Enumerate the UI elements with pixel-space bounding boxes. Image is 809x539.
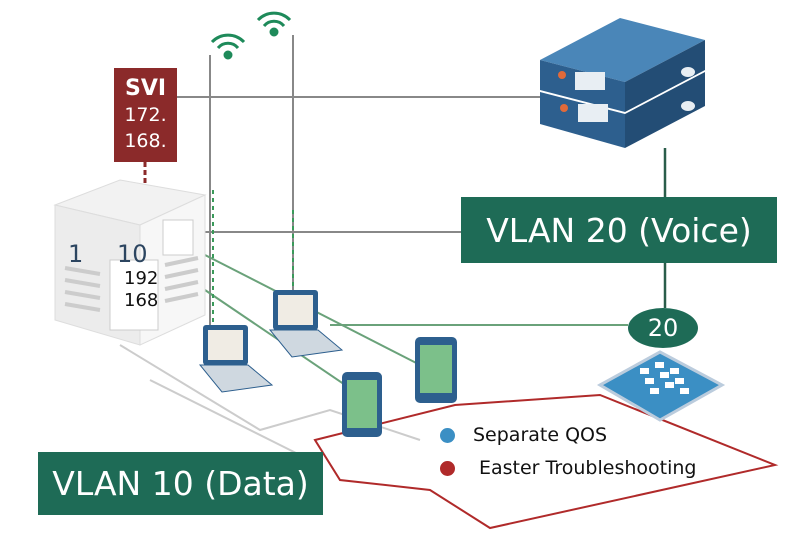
tablet-icon: [415, 337, 457, 403]
switch-port-label: 1: [68, 240, 84, 268]
switch-ip-line1: 192: [124, 268, 159, 289]
switch-ip-line2: 168: [124, 290, 159, 311]
laptop-icon: [198, 325, 274, 393]
server-icon: [540, 18, 705, 148]
red-dot-icon: [440, 460, 455, 476]
blue-dot-icon: [440, 427, 455, 443]
tablet-icon: [342, 372, 382, 437]
legend-label: Separate QOS: [473, 424, 608, 446]
vlan20-tag: 20: [628, 308, 698, 348]
layer3-switch-icon: [53, 179, 207, 346]
vlan20-label: VLAN 20 (Voice): [461, 197, 777, 263]
svi-ip-line1: 172.: [124, 104, 167, 126]
switch-vlan-label: 10: [117, 240, 148, 268]
legend-label: Easter Troubleshooting: [479, 457, 697, 479]
wifi-icon: [256, 11, 292, 37]
svi-ip-line2: 168.: [124, 130, 167, 152]
legend-item: Separate QOS: [440, 424, 607, 446]
vlan10-boundary: [313, 393, 779, 530]
svi-label: SVI 172. 168.: [114, 68, 177, 162]
wifi-icon: [210, 33, 246, 60]
svi-title: SVI: [124, 76, 167, 101]
laptop-icon: [268, 290, 344, 358]
vlan10-label: VLAN 10 (Data): [38, 452, 323, 515]
legend-item: Easter Troubleshooting: [440, 457, 696, 479]
ip-phone-icon: [596, 350, 726, 422]
